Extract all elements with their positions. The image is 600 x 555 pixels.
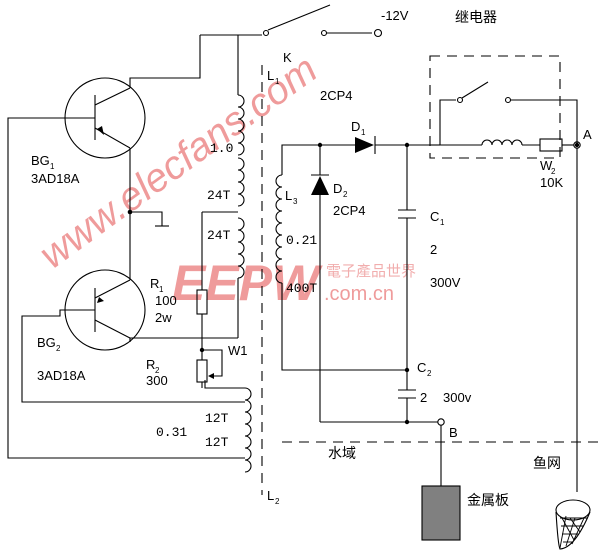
diode-d2: [311, 145, 438, 423]
l3-turns: 400T: [286, 281, 317, 296]
r2-value: 300: [146, 373, 168, 388]
r1-sub: 1: [159, 285, 164, 294]
bg1-model: 3AD18A: [31, 171, 80, 186]
c2-value: 2: [420, 390, 427, 405]
d1-name: D: [351, 119, 360, 134]
l3-wire: 0.21: [286, 233, 317, 248]
primary-winding: [204, 35, 252, 473]
resistor-w2: [539, 138, 581, 152]
water-label: 水域: [328, 446, 356, 462]
d1-sub: 1: [361, 128, 366, 137]
c2-sub: 2: [427, 369, 432, 378]
r1-name: R: [150, 276, 159, 291]
l1-name: L: [267, 68, 274, 83]
c1-sub: 1: [440, 218, 445, 227]
r2-sub: 2: [155, 366, 160, 375]
terminal-b: B: [449, 425, 458, 440]
relay: [429, 55, 580, 159]
resistor-r1: [196, 211, 238, 353]
l3-name: L: [285, 188, 292, 203]
switch-k: [200, 4, 383, 38]
l3-sub: 3: [293, 197, 298, 206]
capacitor-c2: [398, 370, 416, 425]
l2-name: L: [267, 488, 274, 503]
wire-top: 1.0: [210, 141, 233, 156]
d2-model: 2CP4: [333, 203, 366, 218]
supply-label: -12V: [381, 8, 409, 23]
d2-name: D: [333, 181, 342, 196]
relay-label: 继电器: [455, 10, 497, 26]
turns-b: 24T: [207, 228, 231, 243]
watermark-cn: 電子產品世界: [326, 262, 416, 280]
d2-model-top: 2CP4: [320, 88, 353, 103]
capacitor-c1: [398, 145, 416, 373]
w2-sub: 2: [551, 167, 556, 176]
left-wiring: [7, 35, 245, 459]
turns-a: 24T: [207, 188, 231, 203]
turns-c: 12T: [205, 411, 229, 426]
c2-voltage: 300v: [443, 390, 472, 405]
labels: -12V 继电器 K L 1 2CP4 D 1 D 2 2CP4 L 3 0.2…: [31, 8, 592, 509]
bg2-sub: 2: [56, 344, 61, 353]
watermark-domain: .com.cn: [324, 283, 394, 305]
w2-value: 10K: [540, 175, 563, 190]
diode-d1: [317, 136, 430, 154]
fishnet-label: 鱼网: [533, 455, 561, 472]
metal-plate-lead: [421, 418, 461, 541]
l1-sub: 1: [275, 77, 280, 86]
l2-sub: 2: [275, 497, 280, 506]
d2-sub: 2: [343, 190, 348, 199]
bg1-sub: 1: [50, 162, 55, 171]
c1-voltage: 300V: [430, 275, 461, 290]
switch-label: K: [283, 50, 292, 65]
turns-d: 12T: [205, 435, 229, 450]
bg2-model: 3AD18A: [37, 368, 86, 383]
c2-name: C: [417, 360, 426, 375]
r1-power: 2w: [155, 310, 172, 325]
c1-name: C: [430, 209, 439, 224]
c1-value: 2: [430, 242, 437, 257]
watermark-url: www.elecfans.com: [31, 47, 325, 277]
wire-bottom: 0.31: [156, 425, 187, 440]
bg2-name: BG: [37, 335, 56, 350]
w1-name: W1: [228, 343, 248, 358]
metal-plate-label: 金属板: [467, 493, 509, 509]
r1-value: 100: [155, 293, 177, 308]
metal-plate: [421, 485, 461, 541]
watermark: www.elecfans.com EEPW 電子產品世界 .com.cn: [31, 47, 416, 311]
w2-name: W: [540, 158, 553, 173]
fishnet-icon: [555, 499, 591, 550]
resistor-r2: [196, 349, 223, 388]
r2-name: R: [146, 357, 155, 372]
bg1-name: BG: [31, 153, 50, 168]
secondary-winding-l3: [275, 144, 407, 371]
terminal-a: A: [583, 127, 592, 142]
